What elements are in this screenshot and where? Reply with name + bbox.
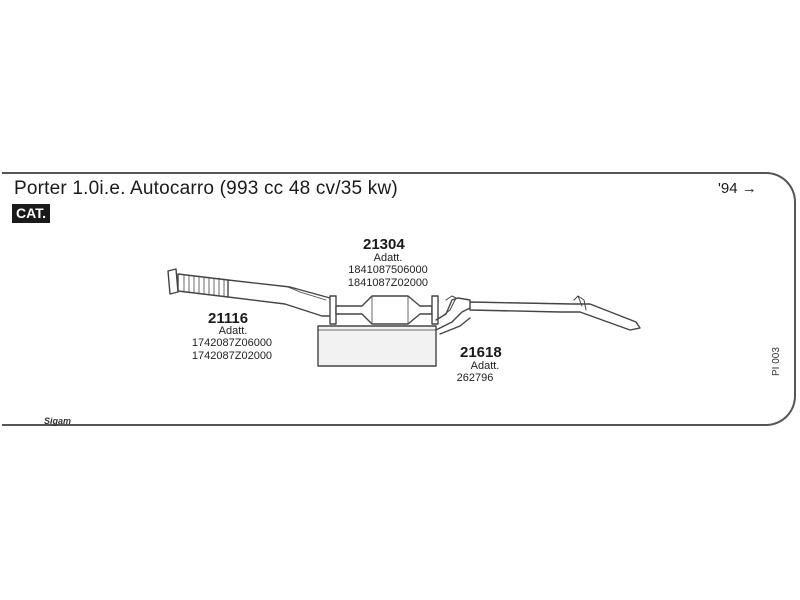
cat-badge: CAT. xyxy=(12,204,51,223)
part-codes-21116: 1742087Z06000 1742087Z02000 xyxy=(184,337,280,363)
part-label-21304: Adatt. xyxy=(373,252,403,264)
part-number-21304[interactable]: 21304 xyxy=(363,236,405,253)
part-code: 1742087Z06000 xyxy=(191,337,273,349)
part-code: 1841087506000 xyxy=(348,264,428,276)
part-label-21116: Adatt. xyxy=(218,325,248,337)
front-flange xyxy=(167,268,179,295)
muffler xyxy=(317,325,437,367)
brand-logo: Sigam xyxy=(44,416,72,426)
model-year: '94 → xyxy=(718,180,757,197)
part-code: 1841087Z02000 xyxy=(347,277,429,289)
part-codes-21304: 1841087506000 1841087Z02000 xyxy=(340,264,436,290)
vehicle-title: Porter 1.0i.e. Autocarro (993 cc 48 cv/3… xyxy=(14,178,398,199)
catalytic-converter xyxy=(335,295,433,325)
front-pipe xyxy=(227,279,333,317)
part-number-21618[interactable]: 21618 xyxy=(460,344,502,361)
part-code: 262796 xyxy=(456,372,494,384)
part-code: 1742087Z02000 xyxy=(191,350,273,362)
diagram-frame xyxy=(2,172,796,426)
part-codes-21618: 262796 xyxy=(450,372,500,385)
flex-pipe xyxy=(177,273,229,298)
part-label-21618: Adatt. xyxy=(470,360,500,372)
part-number-21116[interactable]: 21116 xyxy=(208,310,249,327)
tail-pipe xyxy=(457,297,641,331)
